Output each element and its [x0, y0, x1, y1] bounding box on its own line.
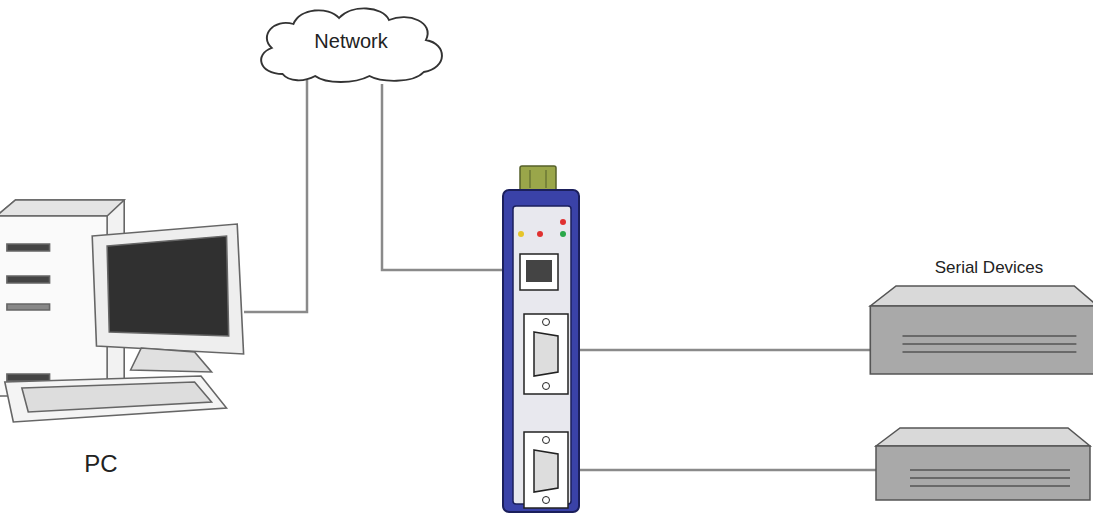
serial-device: Serial Devices: [866, 254, 1093, 378]
screw: [543, 437, 550, 444]
device-groove: [910, 485, 1070, 487]
network-cable: [244, 80, 307, 312]
monitor-stand: [131, 348, 212, 372]
device-top: [876, 428, 1090, 446]
screw: [543, 319, 550, 326]
screw: [543, 497, 550, 504]
device-groove: [910, 469, 1070, 471]
device-groove: [910, 477, 1070, 479]
db9-port: [524, 314, 568, 394]
ethernet-cable: [382, 84, 522, 270]
serial-device-server: [503, 166, 579, 512]
drive-bay: [7, 244, 50, 251]
rj45-socket: [526, 260, 552, 282]
tower-front: [0, 216, 107, 396]
screw: [543, 383, 550, 390]
d-sub-shell: [534, 332, 558, 376]
monitor-case: [92, 224, 243, 354]
pc-computer-outline: [0, 196, 250, 500]
tower-top: [0, 200, 124, 216]
device-top: [870, 286, 1093, 306]
serial-cable: [566, 469, 876, 472]
drive-bay: [7, 374, 50, 381]
led: [518, 231, 524, 237]
drive-bay: [7, 304, 50, 310]
keyboard: [5, 376, 227, 422]
node-label: Network: [250, 30, 452, 53]
node-label: PC: [0, 450, 230, 478]
port-plate: [524, 432, 568, 508]
d-sub-shell: [534, 450, 558, 492]
led: [560, 231, 566, 237]
device-groove: [902, 343, 1076, 345]
terminal-slot: [546, 170, 547, 188]
port-plate: [524, 314, 568, 394]
led: [537, 231, 543, 237]
serial-device: [876, 428, 1090, 500]
serial-cable: [566, 349, 880, 352]
device-groove: [902, 335, 1076, 337]
keyboard-keys: [22, 382, 212, 412]
terminal-block: [520, 166, 556, 192]
monitor-screen: [107, 236, 229, 336]
node-label: Serial Devices: [872, 258, 1093, 278]
network-cloud: Network: [250, 4, 452, 86]
rj45-port: [520, 254, 558, 290]
device-body: [870, 306, 1093, 374]
device-groove: [902, 351, 1076, 353]
network-cable: [382, 84, 880, 470]
device-body: [876, 446, 1090, 500]
housing: [503, 190, 579, 512]
drive-bay: [7, 276, 50, 283]
led: [560, 219, 566, 225]
db9-port: [524, 432, 568, 508]
terminal-slot: [530, 170, 531, 188]
pc-computer: PC: [0, 196, 250, 500]
